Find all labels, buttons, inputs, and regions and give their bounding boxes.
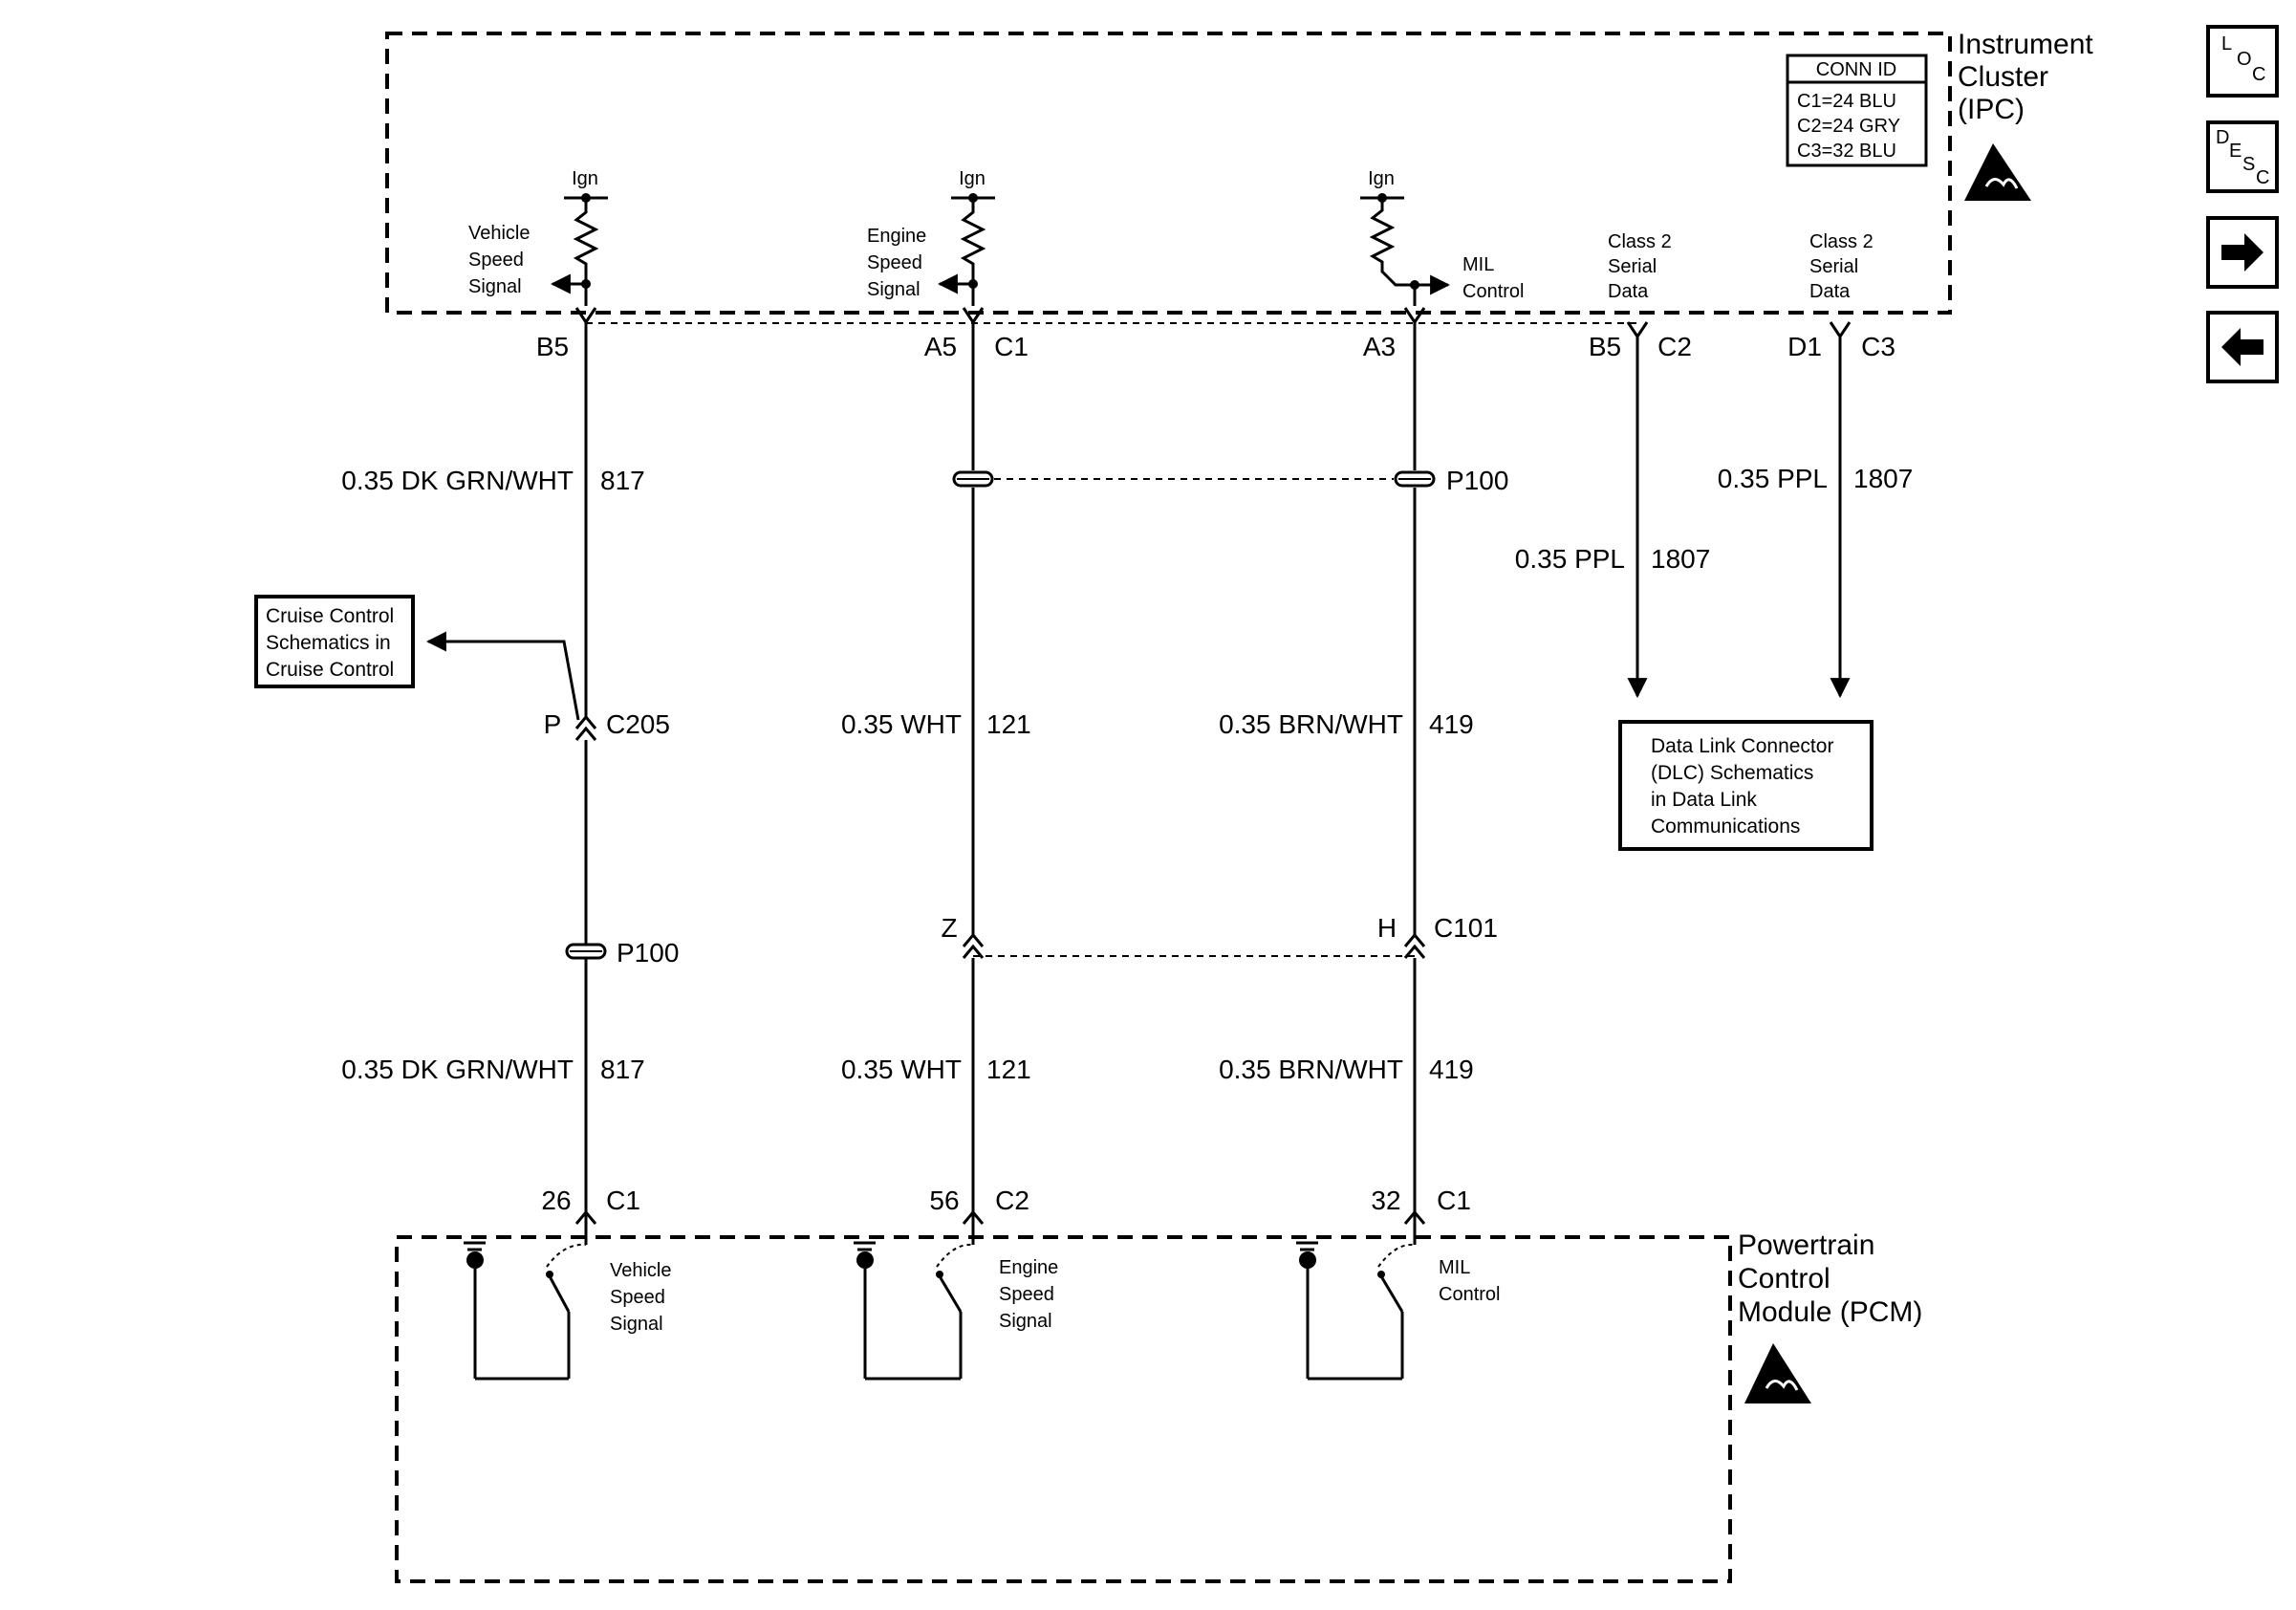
ipc-module-name: Instrument Cluster (IPC) [1958,29,2101,125]
ign-label: Ign [959,168,986,189]
circuit-number-label: 419 [1429,1055,1474,1084]
wire-labels-lower: 0.35 DK GRN/WHT 817 0.35 WHT 121 0.35 BR… [341,1055,1473,1084]
ipc-engine-speed-circuit: Ign Engine Speed Signal [867,168,995,306]
svg-text:C: C [2256,167,2269,188]
signal-label: MIL Control [1462,254,1524,302]
conn-id-title: CONN ID [1816,59,1896,80]
arrow-left-icon [2221,328,2264,366]
wire-color-label: 0.35 WHT [841,1055,962,1084]
svg-text:S: S [2242,154,2255,175]
splice-p100-lower: P100 [565,938,679,968]
dlc-box-text: Data Link Connector (DLC) Schematics in … [1651,735,1839,838]
pcm-module-name: Powertrain Control Module (PCM) [1738,1229,1922,1328]
circuit-number-label: 817 [600,1055,645,1084]
splice-label: P100 [617,938,679,968]
pin-label: B5 [1589,332,1621,361]
pullup-resistor-icon [1369,198,1415,287]
circuit-number-label: 121 [986,1055,1031,1084]
wire-419 [1403,307,1426,1245]
signal-label: Vehicle Speed Signal [468,223,535,297]
pin-label: 32 [1371,1186,1400,1215]
pin-label: A5 [924,332,957,361]
c101-pin-label: Z [941,913,957,943]
splice-label: P100 [1446,466,1508,495]
pcm-pin-labels: 26 C1 56 C2 32 C1 [541,1186,1470,1215]
wire-817 [574,307,597,1245]
svg-text:O: O [2237,49,2252,70]
class2-serial-data-label: Class 2 Serial Data [1608,231,1677,302]
wire-color-label: 0.35 DK GRN/WHT [341,466,574,495]
splice-p100-upper: P100 [952,466,1508,495]
ign-label: Ign [1368,168,1395,189]
dlc-reference[interactable]: Data Link Connector (DLC) Schematics in … [1618,720,1874,851]
ipc-vehicle-speed-circuit: Ign Vehicle Speed Signal [468,168,608,306]
c101-pin-label: H [1377,913,1397,943]
c101-connector-label: C101 [1434,913,1498,943]
wire-121 [962,307,985,1245]
pcm-mil-control-switch: MIL Control [1296,1241,1500,1381]
conn-id-line: C1=24 BLU [1797,91,1896,112]
conn-id-box: CONN ID C1=24 BLU C2=24 GRY C3=32 BLU [1786,54,1928,167]
forward-button[interactable] [2206,216,2279,289]
wire-color-label: 0.35 BRN/WHT [1219,1055,1403,1084]
esd-warning-icon [1744,1343,1811,1403]
circuit-number-label: 419 [1429,709,1474,739]
wire-labels-upper: 0.35 DK GRN/WHT 817 0.35 WHT 121 0.35 BR… [341,464,1913,739]
pcm-engine-speed-switch: Engine Speed Signal [854,1241,1064,1381]
circuit-number-label: 1807 [1651,544,1710,574]
connector-label: C1 [994,332,1029,361]
pin-label: 26 [541,1186,571,1215]
loc-button[interactable]: L O C [2206,25,2279,98]
signal-label: Vehicle Speed Signal [610,1260,677,1335]
wire-color-label: 0.35 BRN/WHT [1219,709,1403,739]
signal-label: MIL Control [1439,1257,1500,1305]
pullup-resistor-icon [960,198,986,306]
c205-connector-label: C205 [606,709,670,739]
circuit-number-label: 1807 [1853,464,1913,493]
pin-label: A3 [1363,332,1396,361]
connector-label: C3 [1861,332,1895,361]
ipc-pin-labels: B5 A5 C1 A3 B5 C2 D1 C3 [536,332,1895,361]
connector-label: C1 [606,1186,640,1215]
wire-color-label: 0.35 DK GRN/WHT [341,1055,574,1084]
ipc-module-boundary [385,32,1952,315]
wire-1807-a [1626,321,1649,699]
wire-color-label: 0.35 WHT [841,709,962,739]
connector-label: C2 [995,1186,1029,1215]
wire-color-label: 0.35 PPL [1718,464,1828,493]
wire-color-label: 0.35 PPL [1515,544,1625,574]
ign-label: Ign [572,168,598,189]
pullup-resistor-icon [573,198,599,306]
pin-label: B5 [536,332,569,361]
wire-1807-b [1829,321,1852,699]
class2-serial-data-label: Class 2 Serial Data [1809,231,1878,302]
signal-label: Engine Speed Signal [867,226,932,300]
ipc-mil-control-circuit: Ign MIL Control [1360,168,1524,306]
esd-warning-icon [1964,143,2031,201]
circuit-number-label: 121 [986,709,1031,739]
conn-id-line: C2=24 GRY [1797,116,1900,137]
pin-label: D1 [1787,332,1822,361]
connector-label: C2 [1657,332,1692,361]
c205-pin-label: P [544,709,562,739]
pcm-vehicle-speed-switch: Vehicle Speed Signal [464,1241,677,1381]
circuit-number-label: 817 [600,466,645,495]
conn-id-line: C3=32 BLU [1797,141,1896,162]
pin-label: 56 [929,1186,959,1215]
svg-text:D: D [2216,127,2229,148]
connector-label: C1 [1437,1186,1471,1215]
pcm-module-boundary [395,1235,1732,1583]
svg-text:C: C [2252,64,2265,85]
back-button[interactable] [2206,311,2279,383]
svg-text:L: L [2221,33,2232,54]
signal-label: Engine Speed Signal [999,1257,1064,1332]
arrow-right-icon [2221,233,2264,272]
desc-button[interactable]: D E S C [2206,120,2279,193]
svg-text:E: E [2229,141,2242,162]
cruise-control-reference[interactable]: Cruise Control Schematics in Cruise Cont… [254,595,580,721]
cruise-control-box-text: Cruise Control Schematics in Cruise Cont… [266,605,400,681]
